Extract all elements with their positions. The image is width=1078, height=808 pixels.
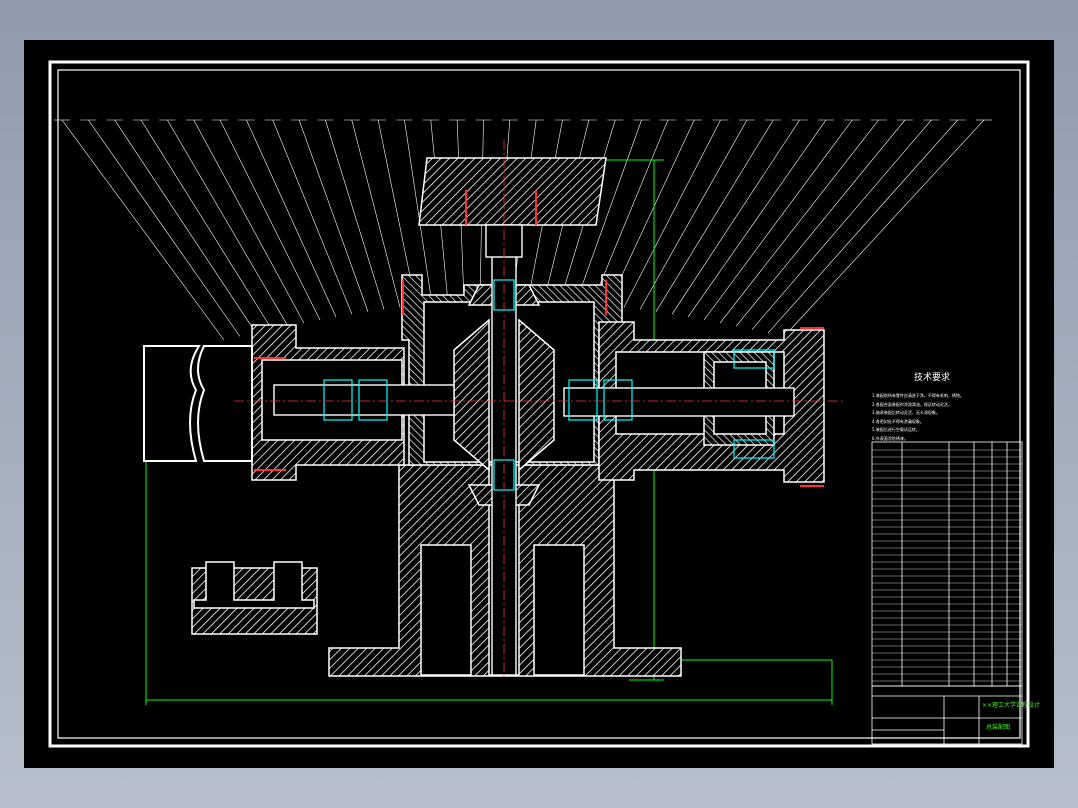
leader-line: [639, 119, 748, 310]
tech-requirements-list: 1.装配前所有零件应清洗干净，不得有毛刺、锈蚀。 2.各配合面装配时涂润滑油，保…: [872, 392, 992, 443]
leader-line: [719, 119, 879, 324]
leader-line: [735, 119, 906, 327]
leader-line: [623, 119, 721, 308]
leader-line: [767, 119, 958, 334]
assembly-drawing: [48, 60, 1030, 748]
outer-frame: [48, 60, 1030, 748]
leader-line: [703, 119, 853, 321]
leader-line: [298, 119, 369, 312]
cad-viewport[interactable]: 技术要求 1.装配前所有零件应清洗干净，不得有毛刺、锈蚀。 2.各配合面装配时涂…: [24, 40, 1054, 768]
leader-line: [751, 119, 932, 330]
leader-line: [140, 119, 273, 330]
leader-line: [193, 119, 305, 324]
leader-line: [114, 119, 257, 334]
centerlines: [234, 140, 844, 680]
tech-requirement-item: 6.外表面涂防锈漆。: [872, 435, 908, 441]
part-leader-lines: [54, 119, 992, 341]
tech-requirement-item: 2.各配合面装配时涂润滑油，保证转动灵活。: [872, 401, 952, 407]
detail-view: [191, 561, 318, 635]
leader-line: [167, 119, 289, 327]
leader-line: [246, 119, 337, 318]
tech-requirement-item: 3.轴承装配后转动灵活，无卡滞现象。: [872, 410, 940, 415]
tech-requirements-title: 技术要求: [914, 373, 951, 383]
leader-line: [272, 119, 353, 315]
tech-requirement-item: 5.装配后进行空载试运转。: [872, 427, 920, 432]
parts-list-table: [871, 441, 1023, 687]
left-input-stub: [143, 345, 253, 462]
tech-requirement-item: 4.各密封处不得有渗漏现象。: [872, 418, 924, 424]
leader-line: [783, 119, 985, 337]
leader-line: [61, 119, 225, 341]
parts-list-rows: [872, 449, 1022, 682]
leader-line: [325, 119, 385, 310]
leader-line: [687, 119, 827, 318]
title-block-school: ××理工大学课程设计: [982, 702, 1041, 709]
leader-line: [655, 119, 774, 312]
title-block: [871, 685, 1023, 745]
fasteners: [254, 190, 824, 487]
leader-line: [88, 119, 241, 337]
leader-line: [591, 119, 669, 304]
inner-frame: [57, 69, 1021, 739]
tech-requirement-item: 1.装配前所有零件应清洗干净，不得有毛刺、锈蚀。: [872, 393, 964, 398]
leader-line: [671, 119, 800, 315]
leader-line: [575, 119, 642, 303]
title-block-drawing-name: 总装配图: [986, 724, 1011, 731]
leader-line: [219, 119, 321, 321]
leader-line: [351, 119, 401, 308]
leader-line: [404, 119, 433, 304]
